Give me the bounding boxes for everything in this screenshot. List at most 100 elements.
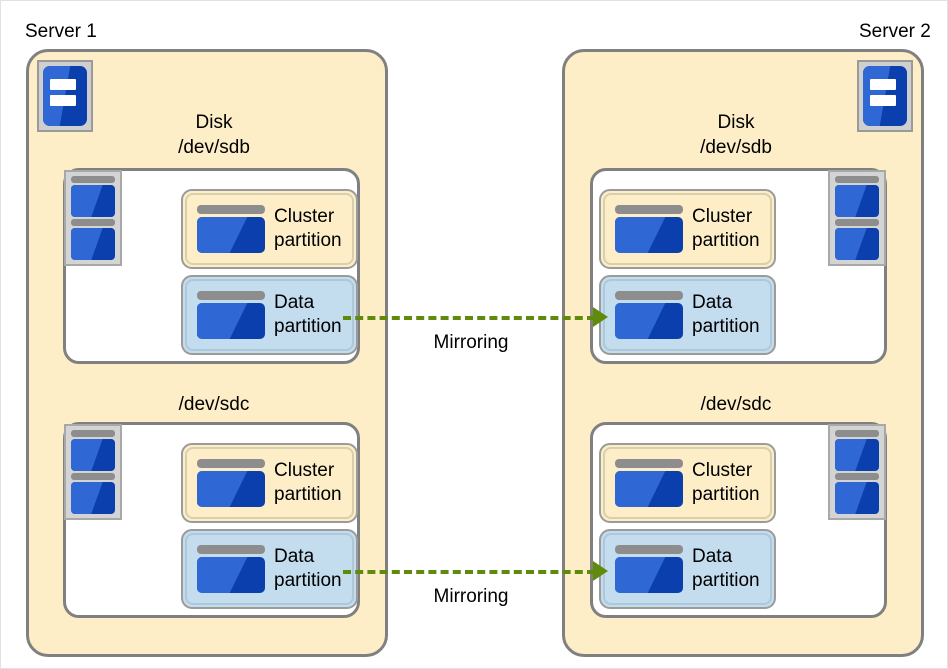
disk-glyph-disc (615, 557, 683, 593)
partition-label-line2: partition (692, 484, 760, 505)
server-icon-bar-2 (50, 94, 76, 106)
disk-platter-disc (71, 185, 115, 217)
partition-label: Cluster partition (692, 459, 760, 507)
partition-inner: Data partition (603, 533, 772, 605)
partition-inner: Cluster partition (603, 447, 772, 519)
mirroring-dashed-line (343, 570, 595, 574)
disk-label-line2: /dev/sdc (178, 394, 250, 415)
partition-label: Data partition (692, 291, 760, 339)
partition-label-line1: Data (274, 292, 315, 313)
partition-label-line2: partition (692, 570, 760, 591)
partition-data-sdb[interactable]: Data partition (181, 275, 358, 355)
disk-platter (835, 219, 879, 260)
disk-glyph-disc (615, 303, 683, 339)
server-icon-bar-1 (50, 79, 76, 91)
disk-box-sdb: Cluster partition Data partition (63, 168, 360, 364)
partition-cluster-sdc[interactable]: Cluster partition (599, 443, 776, 523)
disk-platter-disc (71, 482, 115, 514)
server-1-panel: Disk /dev/sdb Cluster partition (26, 49, 388, 657)
disk-platter-disc (835, 185, 879, 217)
disk-platter (71, 176, 115, 217)
server-2-title: Server 2 (859, 21, 931, 42)
disk-platter-top (71, 473, 115, 480)
disk-platter-top (835, 430, 879, 437)
disk-label-line1: Disk (717, 112, 755, 133)
disk-glyph-disc (197, 217, 265, 253)
partition-label-line2: partition (274, 316, 342, 337)
partition-inner: Cluster partition (603, 193, 772, 265)
partition-label-line1: Cluster (274, 460, 335, 481)
disk-glyph-top (615, 205, 683, 214)
server-1-title: Server 1 (25, 21, 97, 42)
disk-glyph-top (615, 291, 683, 300)
disk-platter-disc (835, 228, 879, 260)
disk-glyph-top (197, 545, 265, 554)
partition-label: Data partition (692, 545, 760, 593)
disk-box-sdc: Cluster partition Data partition (590, 422, 887, 618)
disk-label-sdb: Disk /dev/sdb (104, 110, 324, 160)
server-icon-body (43, 66, 87, 126)
partition-data-sdb[interactable]: Data partition (599, 275, 776, 355)
disk-glyph-icon (197, 291, 265, 339)
disk-label-line2: /dev/sdb (700, 137, 772, 158)
server-icon-bar-1 (870, 79, 896, 91)
disk-platter-disc (71, 439, 115, 471)
server-2-panel: Disk /dev/sdb Cluster partition (562, 49, 924, 657)
partition-inner: Cluster partition (185, 447, 354, 519)
disk-box-sdc: Cluster partition Data partition (63, 422, 360, 618)
disk-glyph-disc (615, 217, 683, 253)
partition-label: Data partition (274, 291, 342, 339)
disk-stack-icon-sdc (828, 424, 886, 520)
partition-label: Cluster partition (692, 205, 760, 253)
partition-label-line2: partition (274, 230, 342, 251)
partition-cluster-sdc[interactable]: Cluster partition (181, 443, 358, 523)
disk-glyph-icon (197, 545, 265, 593)
partition-data-sdc[interactable]: Data partition (181, 529, 358, 609)
disk-platter-top (835, 219, 879, 226)
disk-glyph-disc (197, 303, 265, 339)
partition-label-line1: Data (274, 546, 315, 567)
disk-platter (71, 473, 115, 514)
partition-label-line1: Cluster (692, 460, 753, 481)
partition-label: Cluster partition (274, 459, 342, 507)
disk-label-line1: Disk (195, 112, 233, 133)
disk-platter (71, 430, 115, 471)
disk-glyph-disc (197, 471, 265, 507)
mirroring-arrowhead-icon (593, 561, 608, 581)
disk-glyph-top (197, 205, 265, 214)
disk-glyph-icon (197, 205, 265, 253)
disk-glyph-icon (615, 205, 683, 253)
disk-stack-icon-sdc (64, 424, 122, 520)
disk-platter-disc (835, 439, 879, 471)
partition-label-line2: partition (692, 230, 760, 251)
partition-label-line2: partition (274, 484, 342, 505)
disk-glyph-top (615, 545, 683, 554)
disk-glyph-disc (197, 557, 265, 593)
disk-platter (835, 176, 879, 217)
server-icon-bar-2 (870, 94, 896, 106)
partition-label-line1: Cluster (274, 206, 335, 227)
partition-label: Cluster partition (274, 205, 342, 253)
disk-platter (71, 219, 115, 260)
partition-inner: Cluster partition (185, 193, 354, 265)
partition-inner: Data partition (185, 533, 354, 605)
partition-cluster-sdb[interactable]: Cluster partition (181, 189, 358, 269)
disk-platter (835, 430, 879, 471)
disk-glyph-disc (615, 471, 683, 507)
mirroring-label: Mirroring (433, 332, 509, 353)
disk-platter-top (71, 219, 115, 226)
disk-glyph-icon (615, 545, 683, 593)
partition-inner: Data partition (185, 279, 354, 351)
partition-cluster-sdb[interactable]: Cluster partition (599, 189, 776, 269)
partition-data-sdc[interactable]: Data partition (599, 529, 776, 609)
disk-stack-icon-sdb (64, 170, 122, 266)
partition-inner: Data partition (603, 279, 772, 351)
partition-label-line1: Cluster (692, 206, 753, 227)
disk-label-sdb: Disk /dev/sdb (626, 110, 846, 160)
disk-platter-top (71, 430, 115, 437)
disk-platter-top (835, 176, 879, 183)
disk-label-sdc: /dev/sdc (104, 392, 324, 417)
disk-platter-disc (71, 228, 115, 260)
partition-label: Data partition (274, 545, 342, 593)
disk-glyph-icon (615, 291, 683, 339)
